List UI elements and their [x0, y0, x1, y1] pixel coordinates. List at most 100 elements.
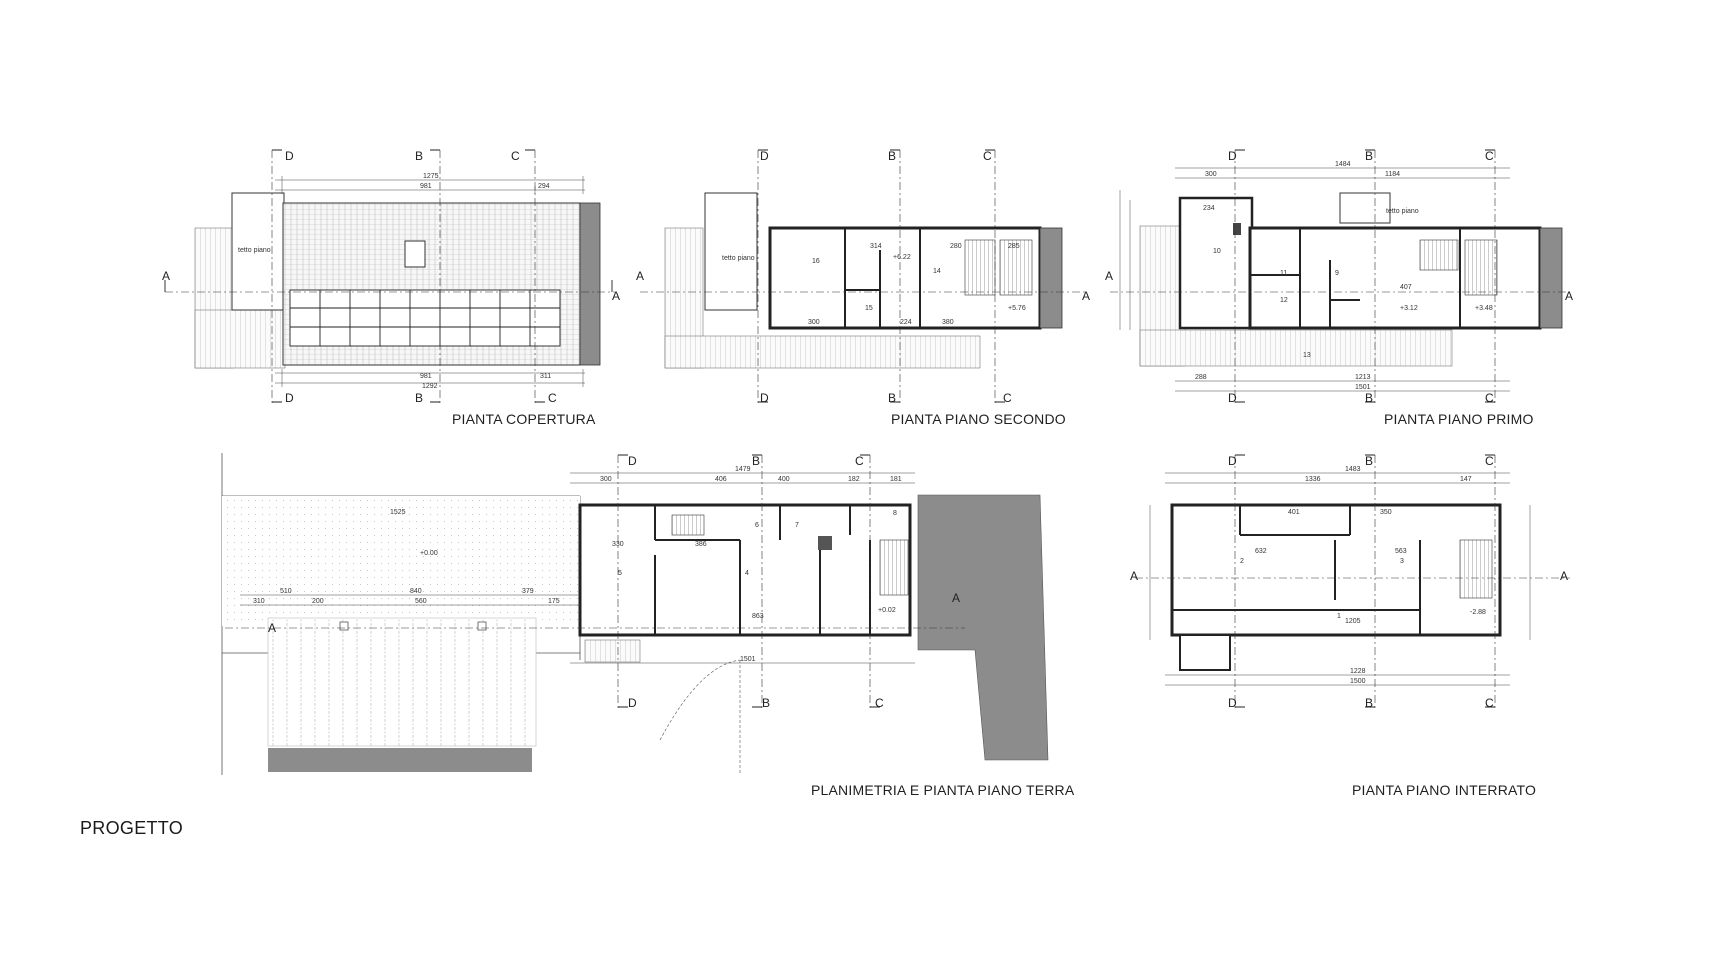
plan-secondo: tetto piano 16 15 14 +6.22 +5.76 314 280… — [636, 149, 1090, 405]
room-primo-1: 11 — [1280, 270, 1287, 277]
dim-terra-5: 181 — [890, 476, 902, 483]
room-primo-2: 12 — [1280, 297, 1288, 304]
sec-copertura-bot-2: C — [548, 391, 557, 405]
dim-terra-2: 406 — [715, 476, 727, 483]
dim-copertura-4: 981 — [420, 373, 432, 380]
dim-primo-9: 1501 — [1355, 384, 1371, 391]
dim-primo-1: 300 — [1205, 171, 1217, 178]
sec-primo-top-0: D — [1228, 149, 1237, 163]
sec-primo-bot-0: D — [1228, 391, 1237, 405]
title-pianta-piano-interrato: PIANTA PIANO INTERRATO — [1352, 782, 1537, 798]
sec-primo-bot-2: C — [1485, 391, 1494, 405]
sec-terra-top-1: B — [752, 454, 760, 468]
dim-terra-18: 863 — [752, 613, 764, 620]
room-terra-2: 6 — [755, 522, 759, 529]
sec-terra-top-0: D — [628, 454, 637, 468]
dim-terra-6: 1525 — [390, 509, 406, 516]
sec-copertura-top-0: D — [285, 149, 294, 163]
dim-terra-11: 175 — [548, 598, 560, 605]
plan-interrato: 2 3 1 -2.88 1483 1336 147 632 563 1205 1… — [1130, 454, 1570, 710]
title-pianta-copertura: PIANTA COPERTURA — [452, 411, 596, 427]
sec-copertura-side-0: A — [162, 269, 170, 283]
sec-primo-top-1: B — [1365, 149, 1373, 163]
sec-interrato-side-0: A — [1130, 569, 1138, 583]
sec-copertura-top-1: B — [415, 149, 423, 163]
sec-secondo-top-1: B — [888, 149, 896, 163]
dim-interrato-3: 632 — [1255, 548, 1267, 555]
sec-primo-side-0: A — [1105, 269, 1113, 283]
dim-copertura-3: 294 — [538, 183, 550, 190]
level-primo-0: +3.12 — [1400, 305, 1418, 312]
sec-copertura-bot-0: D — [285, 391, 294, 405]
dim-copertura-1: 1275 — [423, 173, 439, 180]
sec-interrato-top-2: C — [1485, 454, 1494, 468]
dim-terra-21: 386 — [695, 541, 707, 548]
dim-interrato-7: 1228 — [1350, 668, 1366, 675]
room-secondo-0: 16 — [812, 258, 820, 265]
sec-primo-side-1: A — [1565, 289, 1573, 303]
room-secondo-1: 15 — [865, 305, 873, 312]
dim-terra-1: 300 — [600, 476, 612, 483]
primo-note: tetto piano — [1386, 208, 1419, 215]
level-secondo-1: +5.76 — [1008, 305, 1026, 312]
sec-interrato-bot-2: C — [1485, 696, 1494, 710]
sec-secondo-side-0: A — [636, 269, 644, 283]
sec-terra-side-0: A — [268, 621, 276, 635]
dim-interrato-4: 563 — [1395, 548, 1407, 555]
sec-primo-bot-1: B — [1365, 391, 1373, 405]
secondo-note: tetto piano — [722, 255, 755, 262]
copertura-note: tetto piano — [238, 247, 271, 254]
dim-terra-20: 330 — [612, 541, 624, 548]
room-terra-1: 4 — [745, 570, 749, 577]
sec-secondo-top-2: C — [983, 149, 992, 163]
sec-interrato-side-1: A — [1560, 569, 1568, 583]
room-terra-0: 5 — [618, 570, 622, 577]
dim-interrato-12: 401 — [1288, 509, 1300, 516]
level-terra-0: +0.00 — [420, 550, 438, 557]
dim-interrato-0: 1483 — [1345, 466, 1361, 473]
plan-primo: tetto piano 10 11 12 9 13 +3.12 +3.48 14… — [1105, 149, 1573, 405]
room-terra-4: 8 — [893, 510, 897, 517]
room-interrato-1: 3 — [1400, 558, 1404, 565]
dim-primo-7: 288 — [1195, 374, 1207, 381]
sec-secondo-bot-0: D — [760, 391, 769, 405]
project-label: PROGETTO — [80, 818, 184, 838]
dim-terra-15: 560 — [415, 598, 427, 605]
room-interrato-2: 1 — [1337, 613, 1341, 620]
dim-copertura-5: 311 — [540, 373, 551, 380]
room-primo-0: 10 — [1213, 248, 1221, 255]
room-secondo-2: 14 — [933, 268, 941, 275]
sec-copertura-side-1: A — [612, 289, 620, 303]
title-pianta-piano-primo: PIANTA PIANO PRIMO — [1384, 411, 1534, 427]
sec-terra-bot-2: C — [875, 696, 884, 710]
sec-copertura-top-2: C — [511, 149, 520, 163]
dim-copertura-2: 981 — [420, 183, 432, 190]
dim-interrato-13: 350 — [1380, 509, 1392, 516]
dim-terra-3: 400 — [778, 476, 790, 483]
sec-secondo-bot-2: C — [1003, 391, 1012, 405]
room-primo-3: 9 — [1335, 270, 1339, 277]
dim-primo-3: 234 — [1203, 205, 1215, 212]
sec-secondo-top-0: D — [760, 149, 769, 163]
dim-secondo-0: 314 — [870, 243, 882, 250]
dim-terra-9: 840 — [410, 588, 422, 595]
level-secondo-0: +6.22 — [893, 254, 911, 261]
sec-interrato-top-0: D — [1228, 454, 1237, 468]
dim-primo-5: 407 — [1400, 284, 1412, 291]
sec-terra-side-1: A — [952, 591, 960, 605]
room-interrato-0: 2 — [1240, 558, 1244, 565]
dim-terra-0: 1479 — [735, 466, 751, 473]
level-terra-1: +0.02 — [878, 607, 896, 614]
dim-secondo-5: 380 — [942, 319, 954, 326]
level-primo-1: +3.48 — [1475, 305, 1493, 312]
sec-copertura-bot-1: B — [415, 391, 423, 405]
dim-primo-8: 1213 — [1355, 374, 1371, 381]
sec-secondo-side-1: A — [1082, 289, 1090, 303]
sec-primo-top-2: C — [1485, 149, 1494, 163]
plan-terra: 1525 +0.00 5 4 6 7 8 +0.02 — [221, 453, 1049, 775]
room-primo-4: 13 — [1303, 352, 1311, 359]
sec-secondo-bot-1: B — [888, 391, 896, 405]
level-interrato-0: -2.88 — [1470, 609, 1486, 616]
